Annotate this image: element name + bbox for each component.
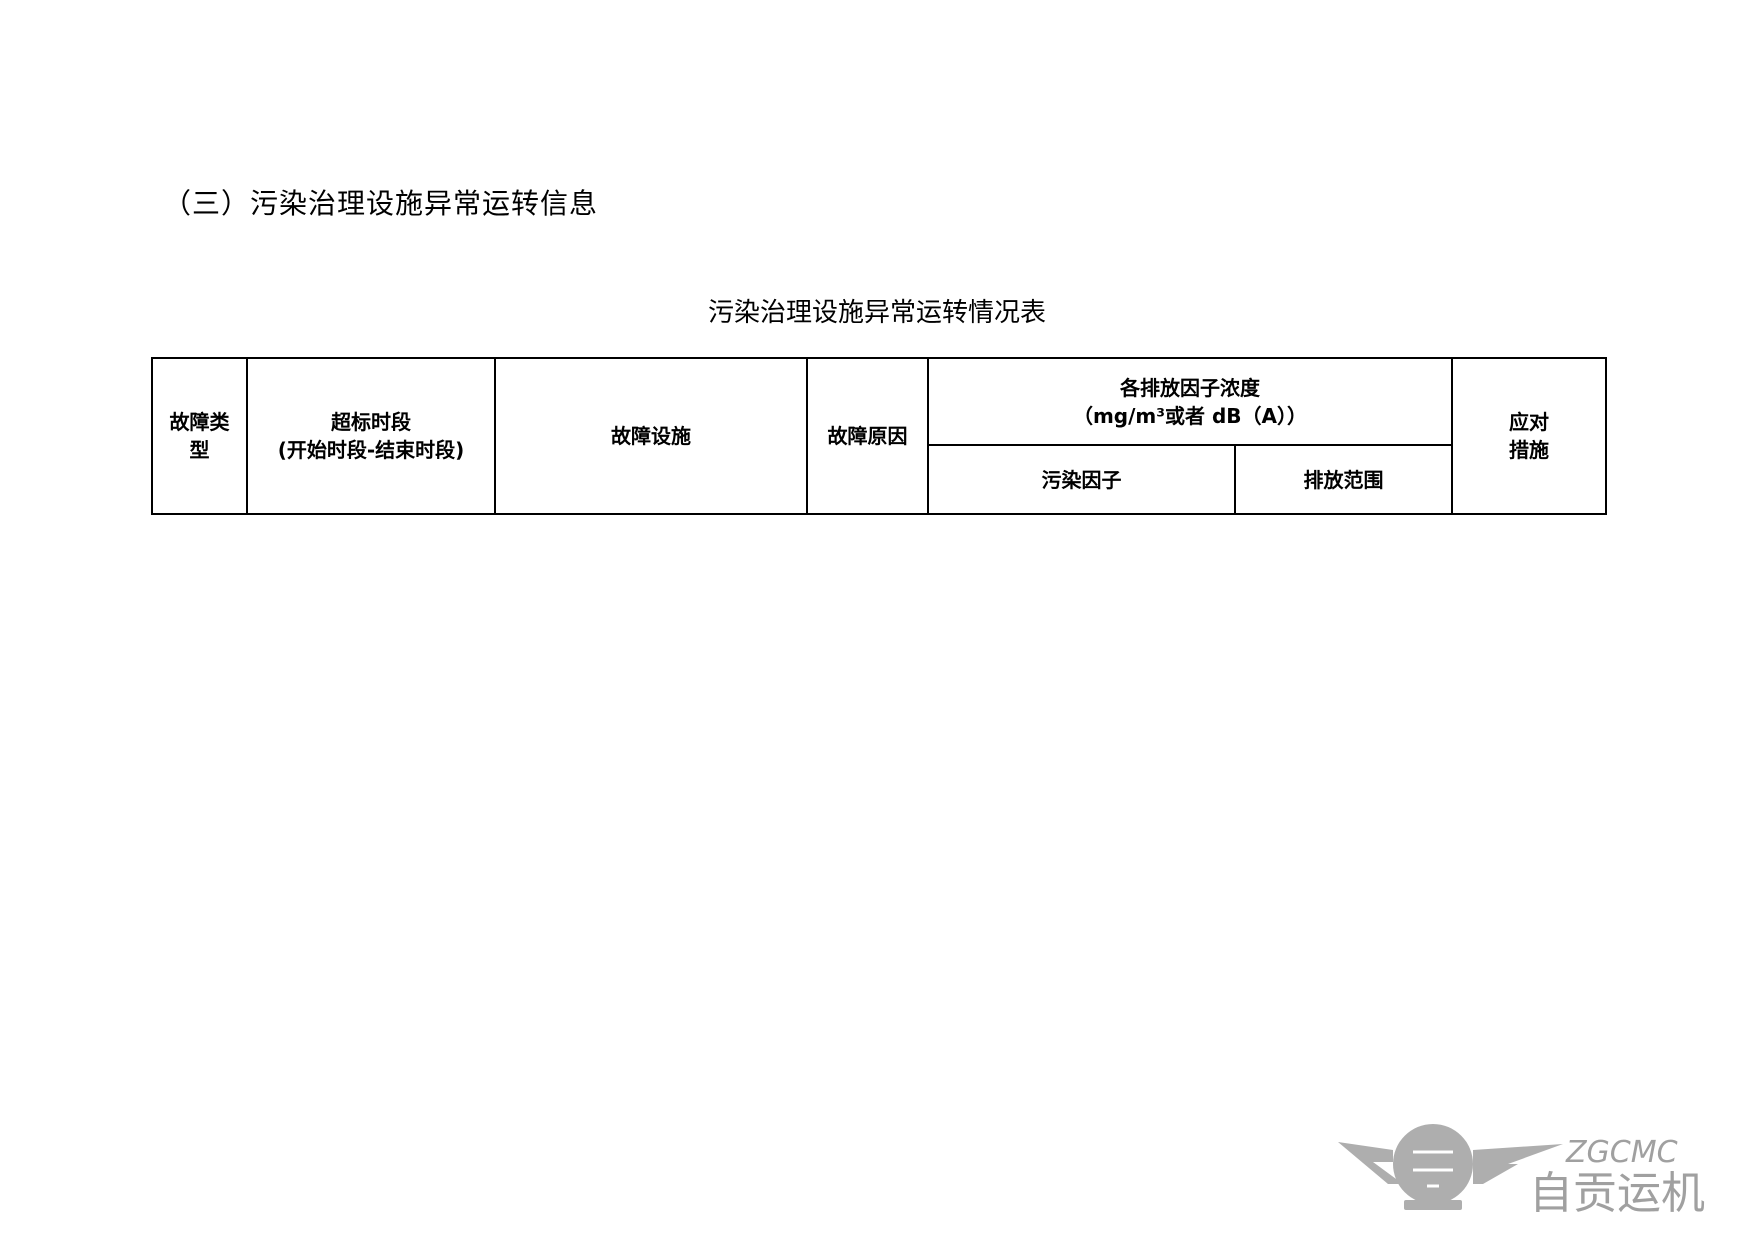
table-title: 污染治理设施异常运转情况表 [707, 298, 1046, 328]
header-exceed-period: 超标时段(开始时段-结束时段) [246, 357, 496, 515]
logo-right-wing [1473, 1144, 1563, 1184]
header-pollutant: 污染因子 [927, 444, 1236, 515]
header-fault-facility: 故障设施 [494, 357, 808, 515]
watermark-en: ZGCMC [1565, 1135, 1678, 1170]
header-fault-type: 故障类型 [151, 357, 248, 515]
logo-left-wing [1338, 1142, 1403, 1184]
header-fault-cause: 故障原因 [806, 357, 929, 515]
logo-circle [1393, 1124, 1473, 1204]
header-concentration: 各排放因子浓度（mg/m³或者 dB（A）） [927, 357, 1453, 446]
zgcmc-logo-watermark: ZGCMC 自贡运机 [1338, 1124, 1705, 1212]
abnormal-operation-table: 故障类型 超标时段(开始时段-结束时段) 故障设施 故障原因 各排放因子浓度（m… [151, 357, 1607, 515]
watermark-cn: 自贡运机 [1529, 1168, 1705, 1212]
header-emission-range: 排放范围 [1234, 444, 1453, 515]
section-title: （三）污染治理设施异常运转信息 [163, 187, 599, 220]
header-measures: 应对措施 [1451, 357, 1607, 515]
